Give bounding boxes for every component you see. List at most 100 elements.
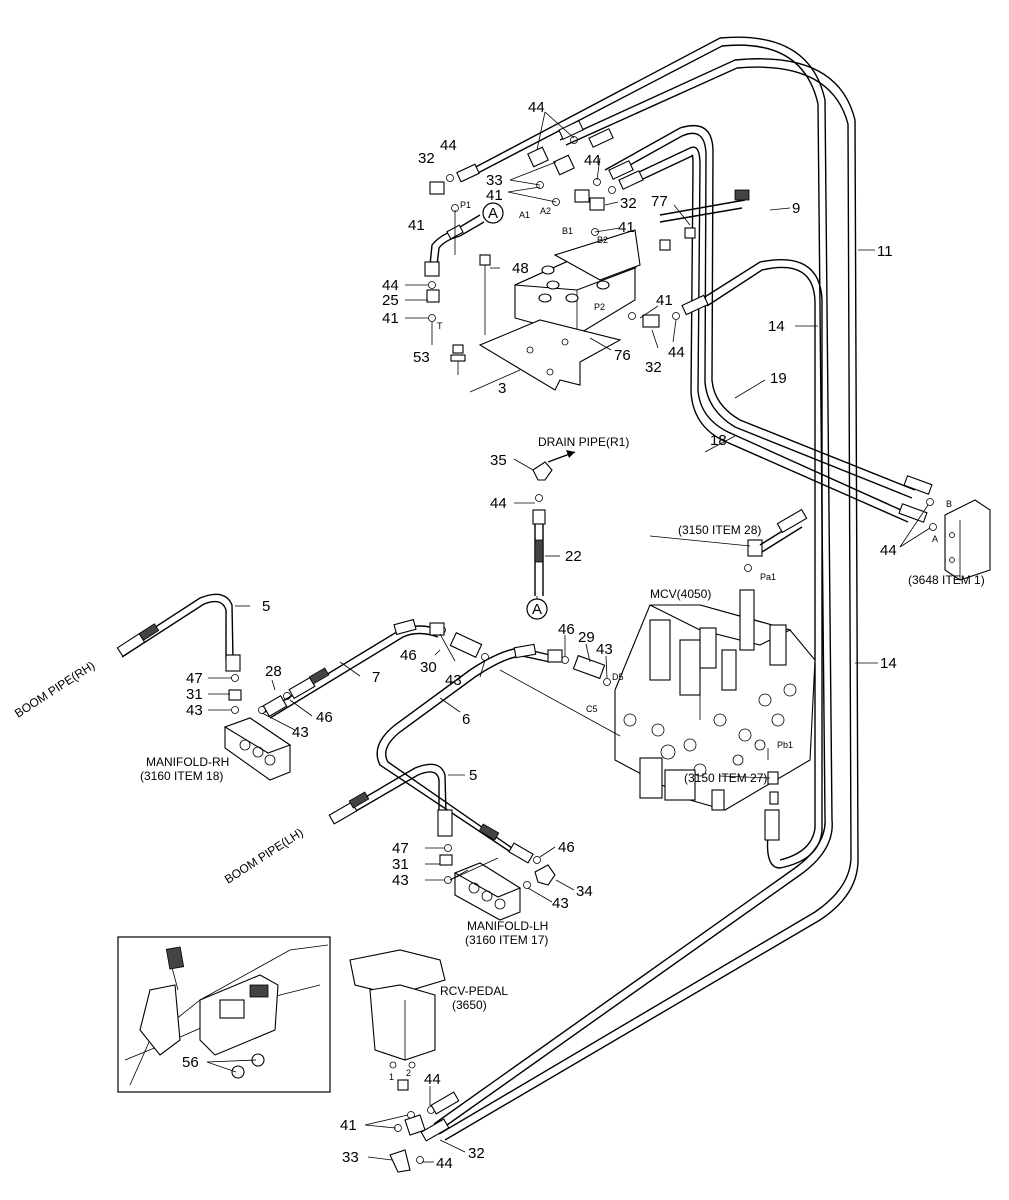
pipe-7 xyxy=(262,618,483,719)
fittings-top xyxy=(426,120,750,328)
boom-pipe-lh-label: BOOM PIPE(LH) xyxy=(222,825,306,886)
callouts: 44 44 32 33 41 44 32 77 41 9 11 41 48 44… xyxy=(182,99,897,1172)
pipe-11 xyxy=(444,58,859,1141)
callout-44: 44 xyxy=(584,152,601,169)
callout-41: 41 xyxy=(382,310,399,327)
callout-31: 31 xyxy=(186,686,203,703)
callout-32: 32 xyxy=(418,150,435,167)
callout-46: 46 xyxy=(558,621,575,638)
pipe-5-rh xyxy=(116,593,241,672)
callout-29: 29 xyxy=(578,629,595,646)
valve-block xyxy=(514,229,641,336)
callout-43: 43 xyxy=(392,872,409,889)
mcv-4050 xyxy=(614,589,816,811)
port-c5: C5 xyxy=(586,704,598,714)
marker-a-mid-text: A xyxy=(532,601,542,618)
bolt-53 xyxy=(450,344,466,375)
port-a2: A2 xyxy=(540,206,551,216)
callout-43: 43 xyxy=(445,672,462,689)
port-a1: A1 xyxy=(519,210,530,220)
callout-44: 44 xyxy=(528,99,545,116)
callout-11: 11 xyxy=(877,243,893,260)
callout-30: 30 xyxy=(420,659,437,676)
port-b2: B2 xyxy=(597,235,608,245)
callout-43: 43 xyxy=(596,641,613,658)
callout-44: 44 xyxy=(880,542,897,559)
pipe-14 xyxy=(699,258,823,869)
pipe-9 xyxy=(439,36,833,1131)
callout-7: 7 xyxy=(372,669,380,686)
port-t: T xyxy=(437,321,443,331)
port-p2: P2 xyxy=(594,302,605,312)
port-pa1: Pa1 xyxy=(760,572,776,582)
callout-22: 22 xyxy=(565,548,582,565)
callout-35: 35 xyxy=(490,452,507,469)
callout-44: 44 xyxy=(424,1071,441,1088)
section-marker-a-mid: A xyxy=(526,598,548,620)
port-d5: D5 xyxy=(612,672,624,682)
port-b: B xyxy=(946,499,952,509)
section-marker-a-top: A xyxy=(482,202,504,224)
port-1: 1 xyxy=(389,1072,394,1082)
callout-34: 34 xyxy=(576,883,593,900)
callout-53: 53 xyxy=(413,349,430,366)
pipe-5-lh xyxy=(328,763,453,837)
callout-41: 41 xyxy=(486,187,503,204)
callout-46: 46 xyxy=(316,709,333,726)
callout-6: 6 xyxy=(462,711,470,728)
leader-lines xyxy=(206,111,931,1163)
manifold-lh-label: MANIFOLD-LH xyxy=(467,919,548,933)
callout-56: 56 xyxy=(182,1054,199,1071)
manifold-rh-item: (3160 ITEM 18) xyxy=(140,769,223,783)
boom-pipe-rh-label: BOOM PIPE(RH) xyxy=(12,658,97,720)
callout-32: 32 xyxy=(620,195,637,212)
callout-18: 18 xyxy=(710,432,727,449)
cab-inset xyxy=(117,936,331,1093)
text-labels: DRAIN PIPE(R1) (3150 ITEM 28) MCV(4050) … xyxy=(12,435,985,1012)
callout-33: 33 xyxy=(342,1149,359,1166)
callout-76: 76 xyxy=(614,347,631,364)
callout-28: 28 xyxy=(265,663,282,680)
callout-3: 3 xyxy=(498,380,506,397)
callout-44: 44 xyxy=(436,1155,453,1172)
callout-43: 43 xyxy=(186,702,203,719)
port-pb1: Pb1 xyxy=(777,740,793,750)
callout-46: 46 xyxy=(400,647,417,664)
port-labels: P1 T A1 A2 B1 B2 P2 Pa1 Pb1 D5 C5 B A 1 … xyxy=(389,200,952,1082)
port-a: A xyxy=(932,534,938,544)
mcv-label: MCV(4050) xyxy=(650,587,711,601)
rcv-pedal xyxy=(349,949,460,1173)
callout-41: 41 xyxy=(340,1117,357,1134)
callout-44: 44 xyxy=(440,137,457,154)
callout-44: 44 xyxy=(382,277,399,294)
callout-47: 47 xyxy=(186,670,203,687)
rcv-pedal-item: (3650) xyxy=(452,998,487,1012)
callout-41: 41 xyxy=(656,292,673,309)
item-3150-27-label: (3150 ITEM 27) xyxy=(684,771,767,785)
callout-14: 14 xyxy=(880,655,897,672)
drain-pipe-label: DRAIN PIPE(R1) xyxy=(538,435,629,449)
callout-43: 43 xyxy=(292,724,309,741)
pipe-bundle xyxy=(433,36,916,1141)
callout-43: 43 xyxy=(552,895,569,912)
item-3150-28-label: (3150 ITEM 28) xyxy=(678,523,761,537)
callout-77: 77 xyxy=(651,193,668,210)
mcv-fittings xyxy=(747,508,808,841)
callout-5: 5 xyxy=(469,767,477,784)
callout-14: 14 xyxy=(768,318,785,335)
callout-44: 44 xyxy=(668,344,685,361)
rcv-pedal-label: RCV-PEDAL xyxy=(440,984,508,998)
pipe-19 xyxy=(604,124,916,491)
callout-32: 32 xyxy=(468,1145,485,1162)
pipe-6 xyxy=(376,643,606,864)
hose-p1 xyxy=(424,214,485,277)
port-b1: B1 xyxy=(562,226,573,236)
callout-44: 44 xyxy=(490,495,507,512)
callout-5: 5 xyxy=(262,598,270,615)
callout-48: 48 xyxy=(512,260,529,277)
callout-46: 46 xyxy=(558,839,575,856)
pipe-18 xyxy=(621,146,913,516)
bolt-48 xyxy=(479,254,491,335)
callout-19: 19 xyxy=(770,370,787,387)
